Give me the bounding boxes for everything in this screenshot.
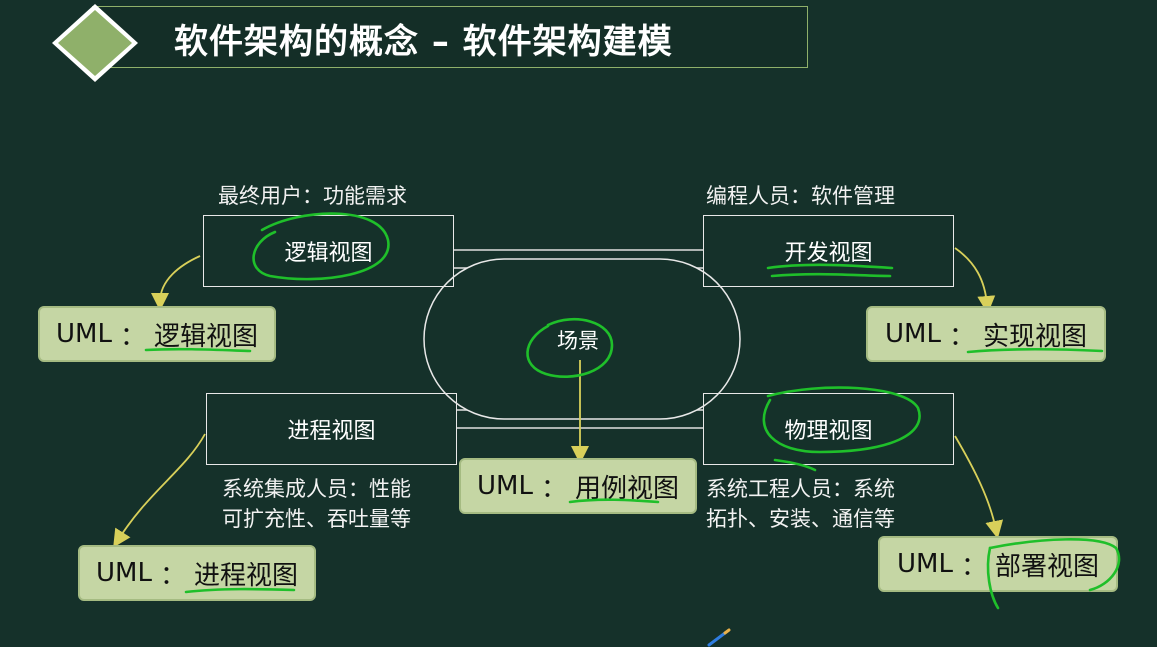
- development-view-label: 开发视图: [784, 241, 873, 266]
- uml-separator: ：: [159, 560, 186, 591]
- uml-prefix: UML: [477, 471, 533, 501]
- uml-process-box: UML：进程视图: [78, 545, 316, 601]
- uml-logical-box: UML：逻辑视图: [38, 306, 276, 362]
- uml-prefix: UML: [885, 319, 941, 349]
- caption-physical-1: 系统工程人员：系统: [706, 477, 895, 501]
- process-view-box: 进程视图: [206, 393, 457, 465]
- caption-process-1: 系统集成人员：性能: [222, 477, 411, 501]
- caption-development: 编程人员：软件管理: [706, 184, 895, 208]
- caption-physical-2: 拓扑、安装、通信等: [706, 507, 895, 531]
- physical-view-label: 物理视图: [784, 419, 873, 444]
- uml-separator: ：: [540, 473, 567, 504]
- page-title: 软件架构的概念 – 软件架构建模: [174, 22, 673, 62]
- logical-view-box: 逻辑视图: [203, 215, 454, 287]
- uml-deployment-box: UML：部署视图: [878, 536, 1118, 592]
- process-view-label: 进程视图: [287, 419, 376, 444]
- uml-logical-label: 逻辑视图: [153, 321, 258, 352]
- uml-prefix: UML: [96, 558, 152, 588]
- uml-implementation-label: 实现视图: [982, 321, 1087, 352]
- uml-separator: ：: [119, 321, 146, 352]
- logical-view-label: 逻辑视图: [284, 241, 373, 266]
- caption-process-2: 可扩充性、吞吐量等: [222, 507, 411, 531]
- uml-prefix: UML: [56, 319, 112, 349]
- uml-usecase-box: UML：用例视图: [459, 458, 697, 514]
- uml-usecase-label: 用例视图: [574, 473, 679, 504]
- physical-view-box: 物理视图: [703, 393, 954, 465]
- caption-logical: 最终用户：功能需求: [218, 184, 407, 208]
- development-view-box: 开发视图: [703, 215, 954, 287]
- scenario-label: 场景: [557, 329, 599, 353]
- title-bar: [92, 6, 808, 68]
- uml-deployment-label: 部署视图: [994, 551, 1099, 582]
- uml-process-label: 进程视图: [193, 560, 298, 591]
- diamond-logo-icon: [46, 0, 144, 86]
- uml-implementation-box: UML：实现视图: [866, 306, 1106, 362]
- uml-prefix: UML: [897, 549, 953, 579]
- uml-separator: ：: [960, 551, 987, 582]
- uml-separator: ：: [948, 321, 975, 352]
